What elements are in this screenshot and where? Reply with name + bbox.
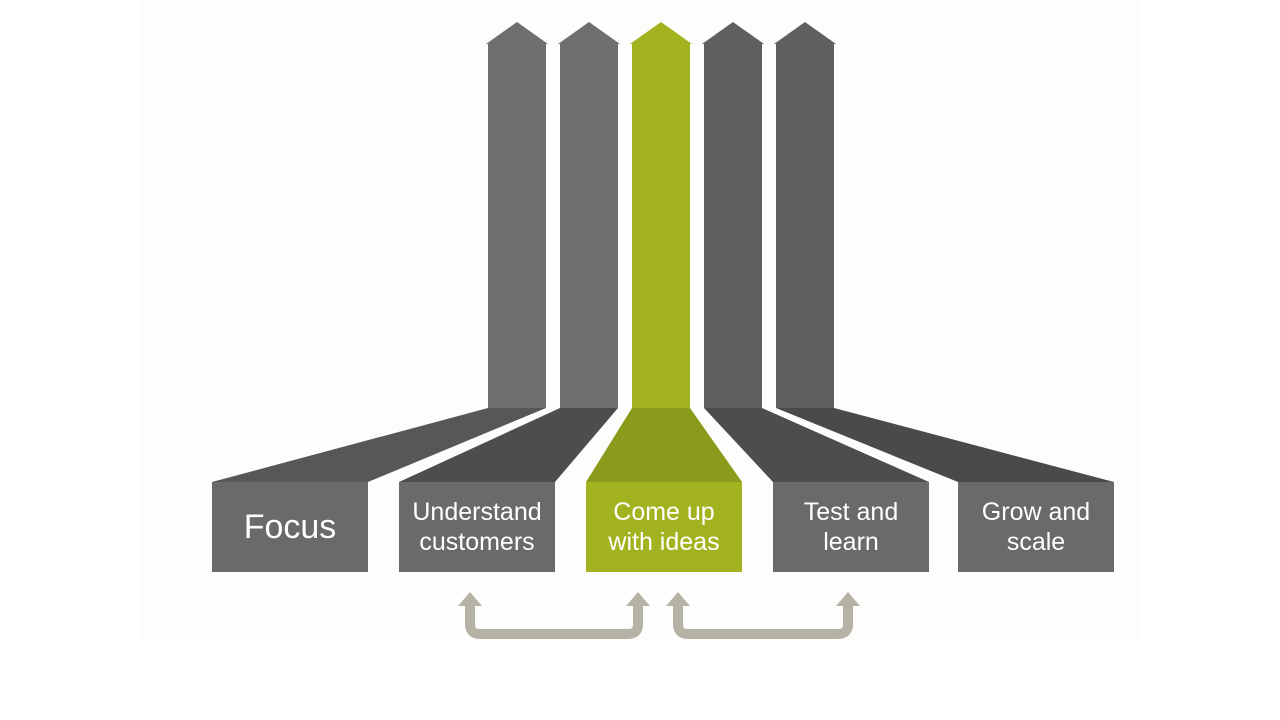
step-test-and-learn: Test and learn bbox=[773, 482, 929, 572]
loop-arrowhead-icon bbox=[626, 592, 650, 606]
loop-arrowheads bbox=[458, 592, 860, 606]
bridge-grow bbox=[776, 408, 1114, 482]
step-box-understand bbox=[399, 482, 555, 572]
up-arrows bbox=[486, 22, 836, 408]
loop-arrowhead-icon bbox=[666, 592, 690, 606]
step-understand-customers: Understand customers bbox=[399, 482, 555, 572]
loop-arrowhead-icon bbox=[836, 592, 860, 606]
step-label: Test and learn bbox=[803, 498, 899, 556]
step-box-test bbox=[773, 482, 929, 572]
loop-arrow-icon bbox=[673, 606, 853, 639]
step-box-grow bbox=[958, 482, 1114, 572]
bridge-ideas bbox=[586, 408, 742, 482]
step-label: Come up with ideas bbox=[608, 498, 720, 556]
up-arrow-understand-icon bbox=[558, 22, 620, 408]
bridge-focus bbox=[212, 408, 546, 482]
perspective-bridges bbox=[212, 408, 1114, 482]
bridge-understand bbox=[399, 408, 618, 482]
up-arrow-grow-icon bbox=[774, 22, 836, 408]
loop-arrow-icon bbox=[465, 606, 643, 639]
step-come-up-with-ideas: Come up with ideas bbox=[586, 482, 742, 572]
up-arrow-focus-icon bbox=[486, 22, 548, 408]
up-arrow-ideas-icon bbox=[630, 22, 692, 408]
step-boxes bbox=[212, 482, 1114, 572]
loop-arrowhead-icon bbox=[458, 592, 482, 606]
step-box-ideas bbox=[586, 482, 742, 572]
step-focus: Focus bbox=[212, 482, 368, 572]
bridge-test bbox=[704, 408, 929, 482]
up-arrow-test-icon bbox=[702, 22, 764, 408]
step-label: Understand customers bbox=[412, 498, 542, 556]
step-label: Grow and scale bbox=[981, 498, 1091, 556]
feedback-loops bbox=[465, 606, 853, 639]
step-label: Focus bbox=[243, 507, 337, 546]
step-grow-and-scale: Grow and scale bbox=[958, 482, 1114, 572]
step-box-focus bbox=[212, 482, 368, 572]
